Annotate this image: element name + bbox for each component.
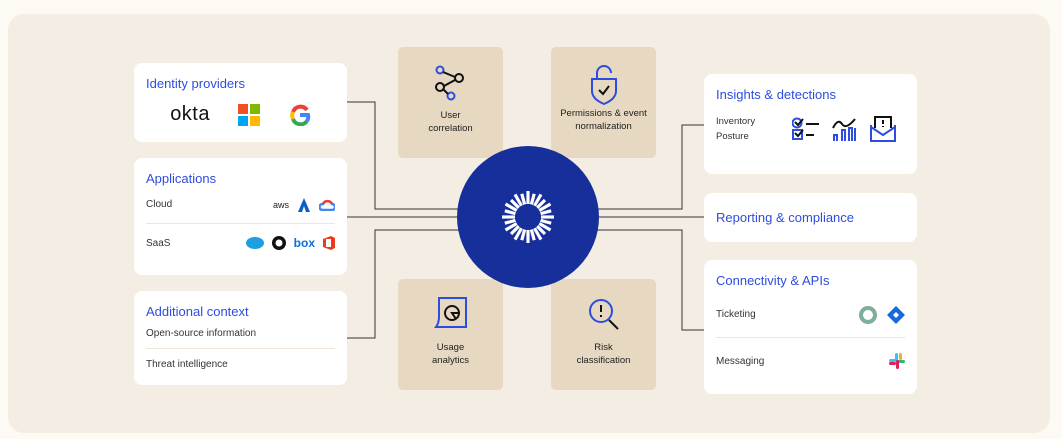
messaging-row: Messaging	[716, 338, 905, 384]
cloud-label: Cloud	[146, 199, 173, 210]
risk-classification-label: Risk classification	[576, 342, 631, 366]
aws-logo: aws	[272, 199, 289, 210]
trend-chart-icon	[832, 118, 856, 141]
google-cloud-logo	[319, 199, 335, 211]
additional-context-title: Additional context	[146, 304, 249, 319]
context-row: Open-source information	[146, 319, 335, 349]
threat-intel-label: Threat intelligence	[146, 358, 228, 370]
checklist-icon	[792, 117, 819, 140]
permissions-label: Permissions & event normalization	[560, 108, 647, 132]
search-alert-icon	[588, 299, 619, 330]
posture-label: Posture	[716, 131, 749, 142]
additional-context-card: Additional context Open-source informati…	[134, 291, 347, 385]
shield-lock-icon	[590, 65, 617, 105]
applications-card: Applications Cloud aws SaaS box	[134, 158, 347, 275]
alert-mail-icon	[870, 116, 896, 142]
user-correlation-box: User correlation	[398, 47, 503, 158]
open-source-label: Open-source information	[146, 328, 257, 339]
report-chart-icon	[433, 297, 467, 328]
github-logo	[271, 236, 286, 250]
usage-analytics-label: Usage analytics	[432, 342, 469, 366]
connectivity-card: Connectivity & APIs Ticketing Messaging	[704, 260, 917, 394]
messaging-label: Messaging	[716, 355, 765, 367]
reporting-card: Reporting & compliance	[704, 193, 917, 242]
hub-circle	[457, 146, 599, 288]
saas-row: SaaS box	[146, 224, 335, 262]
microsoft-logo	[238, 103, 261, 126]
inventory-label: Inventory	[716, 116, 756, 127]
identity-providers-title: Identity providers	[146, 76, 245, 91]
insights-card: Insights & detections Inventory Posture	[704, 74, 917, 174]
box-logo: box	[293, 236, 315, 250]
cloud-row: Cloud aws	[146, 186, 335, 224]
user-correlation-label: User correlation	[428, 110, 473, 134]
share-nodes-icon	[434, 65, 464, 101]
ticketing-label: Ticketing	[716, 309, 756, 320]
insights-title: Insights & detections	[716, 87, 836, 102]
slack-logo	[889, 353, 905, 369]
azure-logo	[298, 197, 310, 212]
saas-label: SaaS	[146, 237, 171, 249]
office-logo	[323, 236, 335, 250]
risk-classification-box: Risk classification	[551, 279, 656, 390]
ticketing-row: Ticketing	[716, 292, 905, 338]
hub-logo-icon	[502, 191, 554, 243]
permissions-box: Permissions & event normalization	[551, 47, 656, 158]
jira-logo	[887, 305, 905, 324]
identity-providers-card: Identity providers okta	[134, 63, 347, 142]
okta-logo: okta	[170, 103, 210, 125]
salesforce-logo	[245, 237, 264, 249]
google-logo	[289, 104, 310, 126]
reporting-title: Reporting & compliance	[716, 210, 855, 225]
applications-title: Applications	[146, 171, 217, 186]
context-row: Threat intelligence	[146, 349, 335, 379]
servicenow-logo	[859, 305, 877, 324]
usage-analytics-box: Usage analytics	[398, 279, 503, 390]
connectivity-title: Connectivity & APIs	[716, 273, 830, 288]
